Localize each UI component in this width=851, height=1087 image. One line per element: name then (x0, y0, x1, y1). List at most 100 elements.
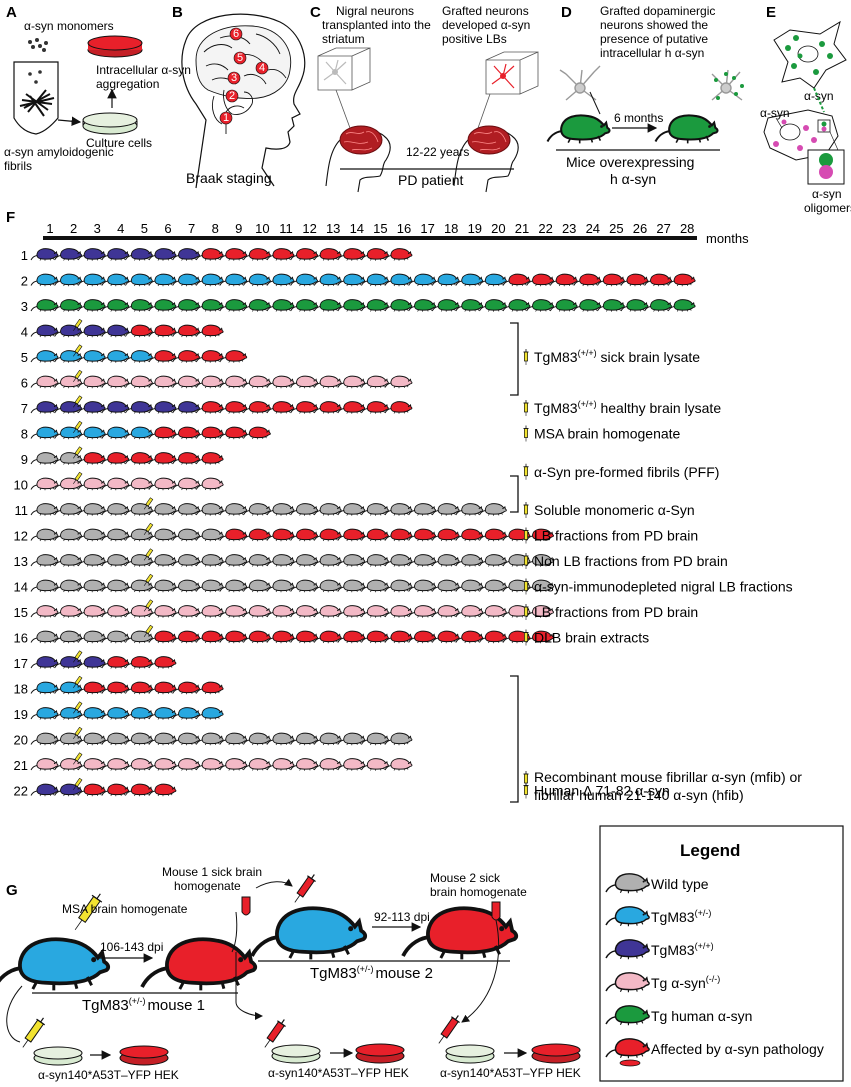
treatment-label: Human Δ 71-82 α-syn (534, 783, 670, 799)
mouse-icon (242, 579, 271, 593)
aggregation-label-2: aggregation (96, 77, 159, 91)
mice-overexp-caption-2: h α-syn (610, 171, 656, 187)
timeline-tick-5: 5 (141, 221, 148, 236)
mouse-icon (54, 630, 83, 644)
mouse-icon (101, 656, 130, 670)
mouse-icon (101, 401, 130, 415)
timeline-tick-1: 1 (46, 221, 53, 236)
tube-g1 (241, 896, 251, 916)
mouse-icon (172, 401, 201, 415)
mouse-icon (195, 324, 224, 338)
mouse-icon (54, 528, 83, 542)
mouse-icon (101, 375, 130, 389)
syringe-label-icon (523, 578, 529, 595)
hek-label-1: α-syn140*A53T–YFP HEK (38, 1068, 179, 1082)
injection-syringe-icon (73, 369, 83, 382)
mouse-row (30, 318, 224, 338)
mouse-icon (195, 605, 224, 619)
legend-item-label: Tg human α-syn (651, 1008, 752, 1024)
mouse-row (30, 573, 555, 593)
mouse-icon (549, 273, 578, 287)
aggregation-label-1: Intracellular α-syn (96, 63, 191, 77)
injection-syringe-icon (143, 573, 154, 586)
timeline-tick-17: 17 (420, 221, 434, 236)
panel-letter-d: D (561, 4, 572, 21)
mouse-icon (219, 248, 248, 262)
recomb-label-1: Recombinant mouse fibrillar α-syn (mfib)… (534, 769, 802, 785)
row-number: 18 (14, 682, 28, 697)
mouse-icon (172, 426, 201, 440)
mouse-rows (30, 248, 696, 797)
mouse-d-left (546, 114, 611, 145)
mouse-icon (290, 273, 319, 287)
mouse-icon (124, 758, 153, 772)
mouse-icon (502, 299, 531, 313)
mouse-icon (455, 630, 484, 644)
row-number: 4 (21, 325, 28, 340)
nigral-label-3: striatum (322, 32, 365, 46)
mouse-icon (337, 630, 366, 644)
mouse-icon (148, 299, 177, 313)
timeline-tick-3: 3 (94, 221, 101, 236)
panel-letter-f: F (6, 209, 15, 226)
mouse-icon (124, 477, 153, 491)
mouse-row (30, 752, 413, 772)
mouse-icon (77, 477, 106, 491)
mouse-icon (195, 299, 224, 313)
mouse-icon (337, 273, 366, 287)
mouse-icon (30, 528, 59, 542)
mouse-icon (77, 324, 106, 338)
mouse-icon (124, 324, 153, 338)
mouse-icon (360, 528, 389, 542)
grafted-neuron-box (485, 51, 539, 95)
mouse-icon (313, 554, 342, 568)
mouse-icon (455, 299, 484, 313)
syringe-label-icon (523, 425, 529, 442)
mouse-row (30, 497, 507, 517)
syringe-label-icon (523, 629, 529, 646)
oligomers-label-1: α-syn (812, 187, 842, 201)
mouse-icon (290, 248, 319, 262)
mouse-icon (408, 299, 437, 313)
mouse-icon (313, 503, 342, 517)
mouse-icon (360, 375, 389, 389)
mouse-icon (101, 605, 130, 619)
row-number: 1 (21, 248, 28, 263)
braak-stage-3: 3 (231, 72, 237, 84)
mouse-icon (124, 426, 153, 440)
mouse-icon (148, 324, 177, 338)
syringe-label-icon (523, 399, 529, 417)
mouse-icon (266, 299, 295, 313)
nigral-label-2: transplanted into the (322, 18, 431, 32)
mouse-icon (242, 375, 271, 389)
mouse-icon (384, 248, 413, 262)
injection-syringe-icon (73, 777, 83, 790)
mouse-icon (195, 426, 224, 440)
mouse-icon (290, 299, 319, 313)
row-number: 3 (21, 299, 28, 314)
mouse-icon (172, 681, 201, 695)
injection-syringe-icon (73, 726, 83, 739)
mouse-icon (573, 273, 602, 287)
mouse-icon (101, 452, 130, 466)
mouse-icon (195, 350, 224, 364)
mouse-icon (219, 273, 248, 287)
mouse-icon (148, 375, 177, 389)
asyn-label-e2: α-syn (760, 106, 790, 120)
mouse-icon (313, 273, 342, 287)
mouse-icon (478, 503, 507, 517)
mouse-icon (596, 299, 625, 313)
mouse-icon (195, 681, 224, 695)
timeline-tick-20: 20 (491, 221, 505, 236)
mouse-icon (360, 758, 389, 772)
dpi2-label: 92-113 dpi (374, 910, 430, 924)
mouse-icon (101, 732, 130, 746)
legend-title: Legend (680, 841, 740, 860)
timeline-tick-13: 13 (326, 221, 340, 236)
braak-stage-2: 2 (229, 90, 235, 102)
mouse-icon (77, 681, 106, 695)
mouse-icon (101, 681, 130, 695)
mouse-icon (101, 299, 130, 313)
mouse-icon (290, 401, 319, 415)
mouse-icon (77, 273, 106, 287)
